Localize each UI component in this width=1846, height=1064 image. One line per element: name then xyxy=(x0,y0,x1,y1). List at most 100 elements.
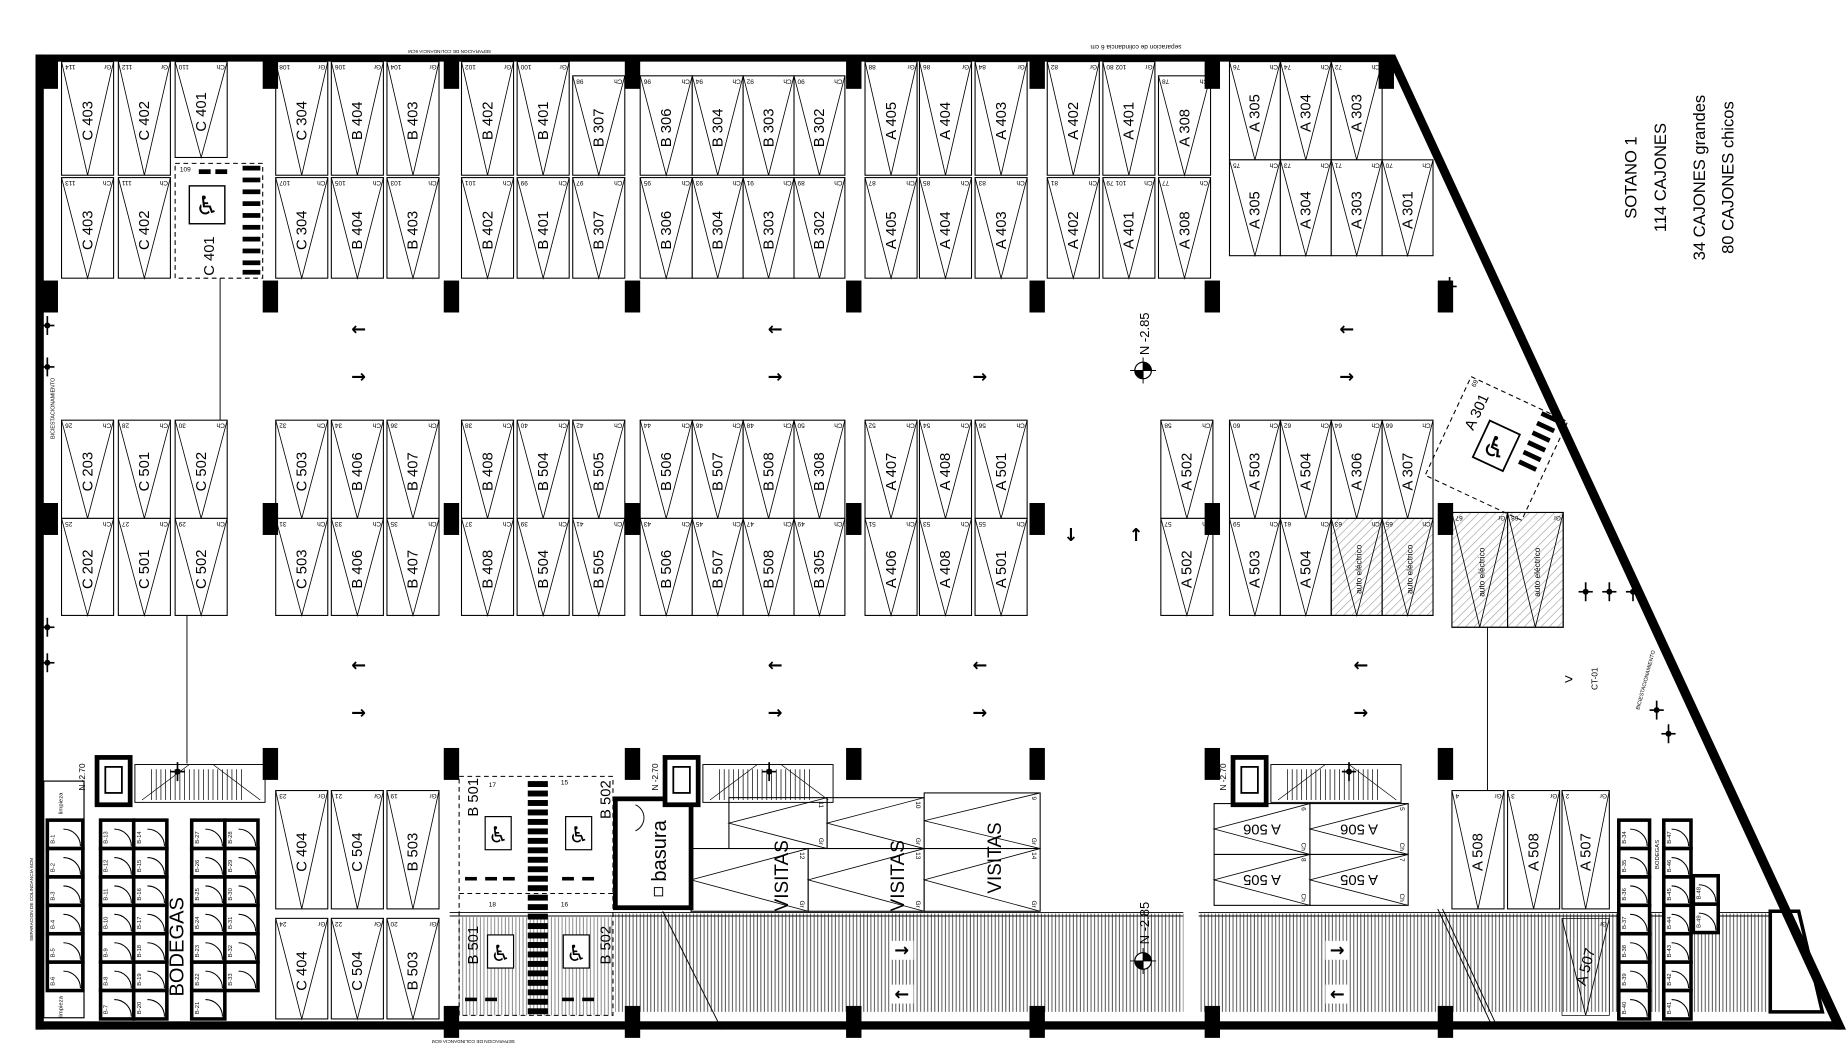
door-icon xyxy=(238,913,257,932)
storage-unit: B-5 xyxy=(45,931,85,964)
stall-type: Ch xyxy=(681,179,690,186)
bike-rack-icon xyxy=(1661,724,1676,744)
stall-label: C 504 xyxy=(350,951,366,990)
stall-number: 97 xyxy=(576,179,584,186)
stall-label: B 403 xyxy=(406,101,422,140)
storage-unit: B-43 xyxy=(1661,931,1693,964)
stall-type: Ch xyxy=(834,520,843,527)
stall-type: Ch xyxy=(732,422,741,429)
door-icon xyxy=(114,970,132,989)
door-icon xyxy=(114,942,132,960)
door-icon xyxy=(635,804,645,832)
stall-number: 81 xyxy=(1050,179,1058,186)
storage-unit: B-10 xyxy=(98,903,136,936)
stall-label: A 406 xyxy=(884,550,900,588)
bike-rack-icon xyxy=(1578,582,1593,602)
stall-type: Gr xyxy=(503,63,511,70)
stall-type: Ch xyxy=(960,422,969,429)
storage-unit-label: B-28 xyxy=(228,831,234,844)
stall-label: A 308 xyxy=(1177,211,1193,249)
stall-number: 75 xyxy=(1233,161,1241,168)
stall-label: A 503 xyxy=(1248,550,1264,588)
storage-unit-label: B-1 xyxy=(50,835,56,844)
bike-rack-icon xyxy=(1602,582,1617,602)
stall-number: 62 xyxy=(1284,422,1292,429)
storage-unit-label: B-3 xyxy=(50,891,56,901)
stall-number: 84 xyxy=(978,63,986,70)
stall-type: Gr xyxy=(317,63,325,70)
storage-unit-label: B-13 xyxy=(104,831,110,844)
door-icon xyxy=(1698,884,1717,902)
stall-number: 39 xyxy=(520,520,528,527)
trash-room-label: basura xyxy=(649,819,671,881)
storage-unit: B-33 xyxy=(223,960,260,993)
stall-type: Ch xyxy=(834,77,843,84)
stall-number: 69 xyxy=(1471,379,1481,389)
stall-label: B 402 xyxy=(480,101,496,140)
storage-unit-label: B-26 xyxy=(195,859,201,872)
storage-unit-label: B-46 xyxy=(1667,859,1673,872)
stall-number: 43 xyxy=(643,520,651,527)
storage-unit: B-41 xyxy=(1661,988,1693,1021)
column xyxy=(1204,280,1221,313)
stall-label: auto eléctrico xyxy=(1477,547,1486,597)
storage-unit-label: B-16 xyxy=(137,887,143,900)
stall-number: 23 xyxy=(279,792,287,799)
stall-number: 54 xyxy=(923,422,931,429)
door-icon xyxy=(114,857,132,875)
stall-label: B 401 xyxy=(536,211,552,250)
svg-text:♿: ♿ xyxy=(569,823,589,849)
stall-label: A 506 xyxy=(1340,820,1378,836)
direction-arrow-icon: ← xyxy=(894,985,909,1005)
storage-unit-label: B-35 xyxy=(1622,859,1628,872)
stall-number: 22 xyxy=(335,920,343,927)
small-count: 80 CAJONES chicos xyxy=(1719,101,1738,254)
door-icon xyxy=(1630,913,1648,932)
door-icon xyxy=(63,913,81,932)
storage-unit: B-14 xyxy=(131,818,169,851)
column xyxy=(624,503,641,535)
stall-label: C 504 xyxy=(350,832,366,871)
stall-number: 88 xyxy=(868,63,876,70)
direction-arrow-icon: → xyxy=(351,367,366,387)
column xyxy=(846,280,862,313)
stall-number: 90 xyxy=(797,77,805,84)
stall-number: 21 xyxy=(335,792,343,799)
stall-label: B 402 xyxy=(480,211,496,250)
stall-label: B 507 xyxy=(710,550,726,589)
column xyxy=(846,503,862,535)
level-marker-label: N -2.70 xyxy=(1219,763,1228,791)
direction-arrow-icon: ← xyxy=(768,320,783,340)
stall-label: C 202 xyxy=(80,550,96,589)
level-marker-label: N -2.85 xyxy=(1137,312,1152,355)
total-count: 114 CAJONES xyxy=(1651,123,1670,232)
storage-unit-label: B-9 xyxy=(104,948,110,957)
stall-label: A 505 xyxy=(1340,871,1378,887)
stall-number: 95 xyxy=(643,179,651,186)
stall-number: 56 xyxy=(978,422,986,429)
stall-type: Ch xyxy=(960,179,969,186)
stall-label: C 403 xyxy=(80,211,96,250)
stall-label: B 406 xyxy=(350,550,366,589)
stall-number: 91 xyxy=(746,179,754,186)
stall-number: 61 xyxy=(1284,520,1292,527)
direction-arrow-icon: ← xyxy=(768,656,783,676)
stall-type: Ch xyxy=(1371,63,1380,70)
boundary-note-top-left: SEPARACION DE COLINDANCIA 6CM xyxy=(408,48,491,54)
stall-number: 71 xyxy=(1334,161,1342,168)
storage-unit-label: B-44 xyxy=(1667,916,1673,929)
storage-unit-label: B-33 xyxy=(228,973,234,986)
stall-number: 11 xyxy=(817,801,824,808)
door-icon xyxy=(1671,885,1690,904)
stall-type: Ch xyxy=(1199,179,1208,186)
stall-type: Ch xyxy=(906,520,915,527)
direction-arrow-icon: ← xyxy=(972,656,987,676)
